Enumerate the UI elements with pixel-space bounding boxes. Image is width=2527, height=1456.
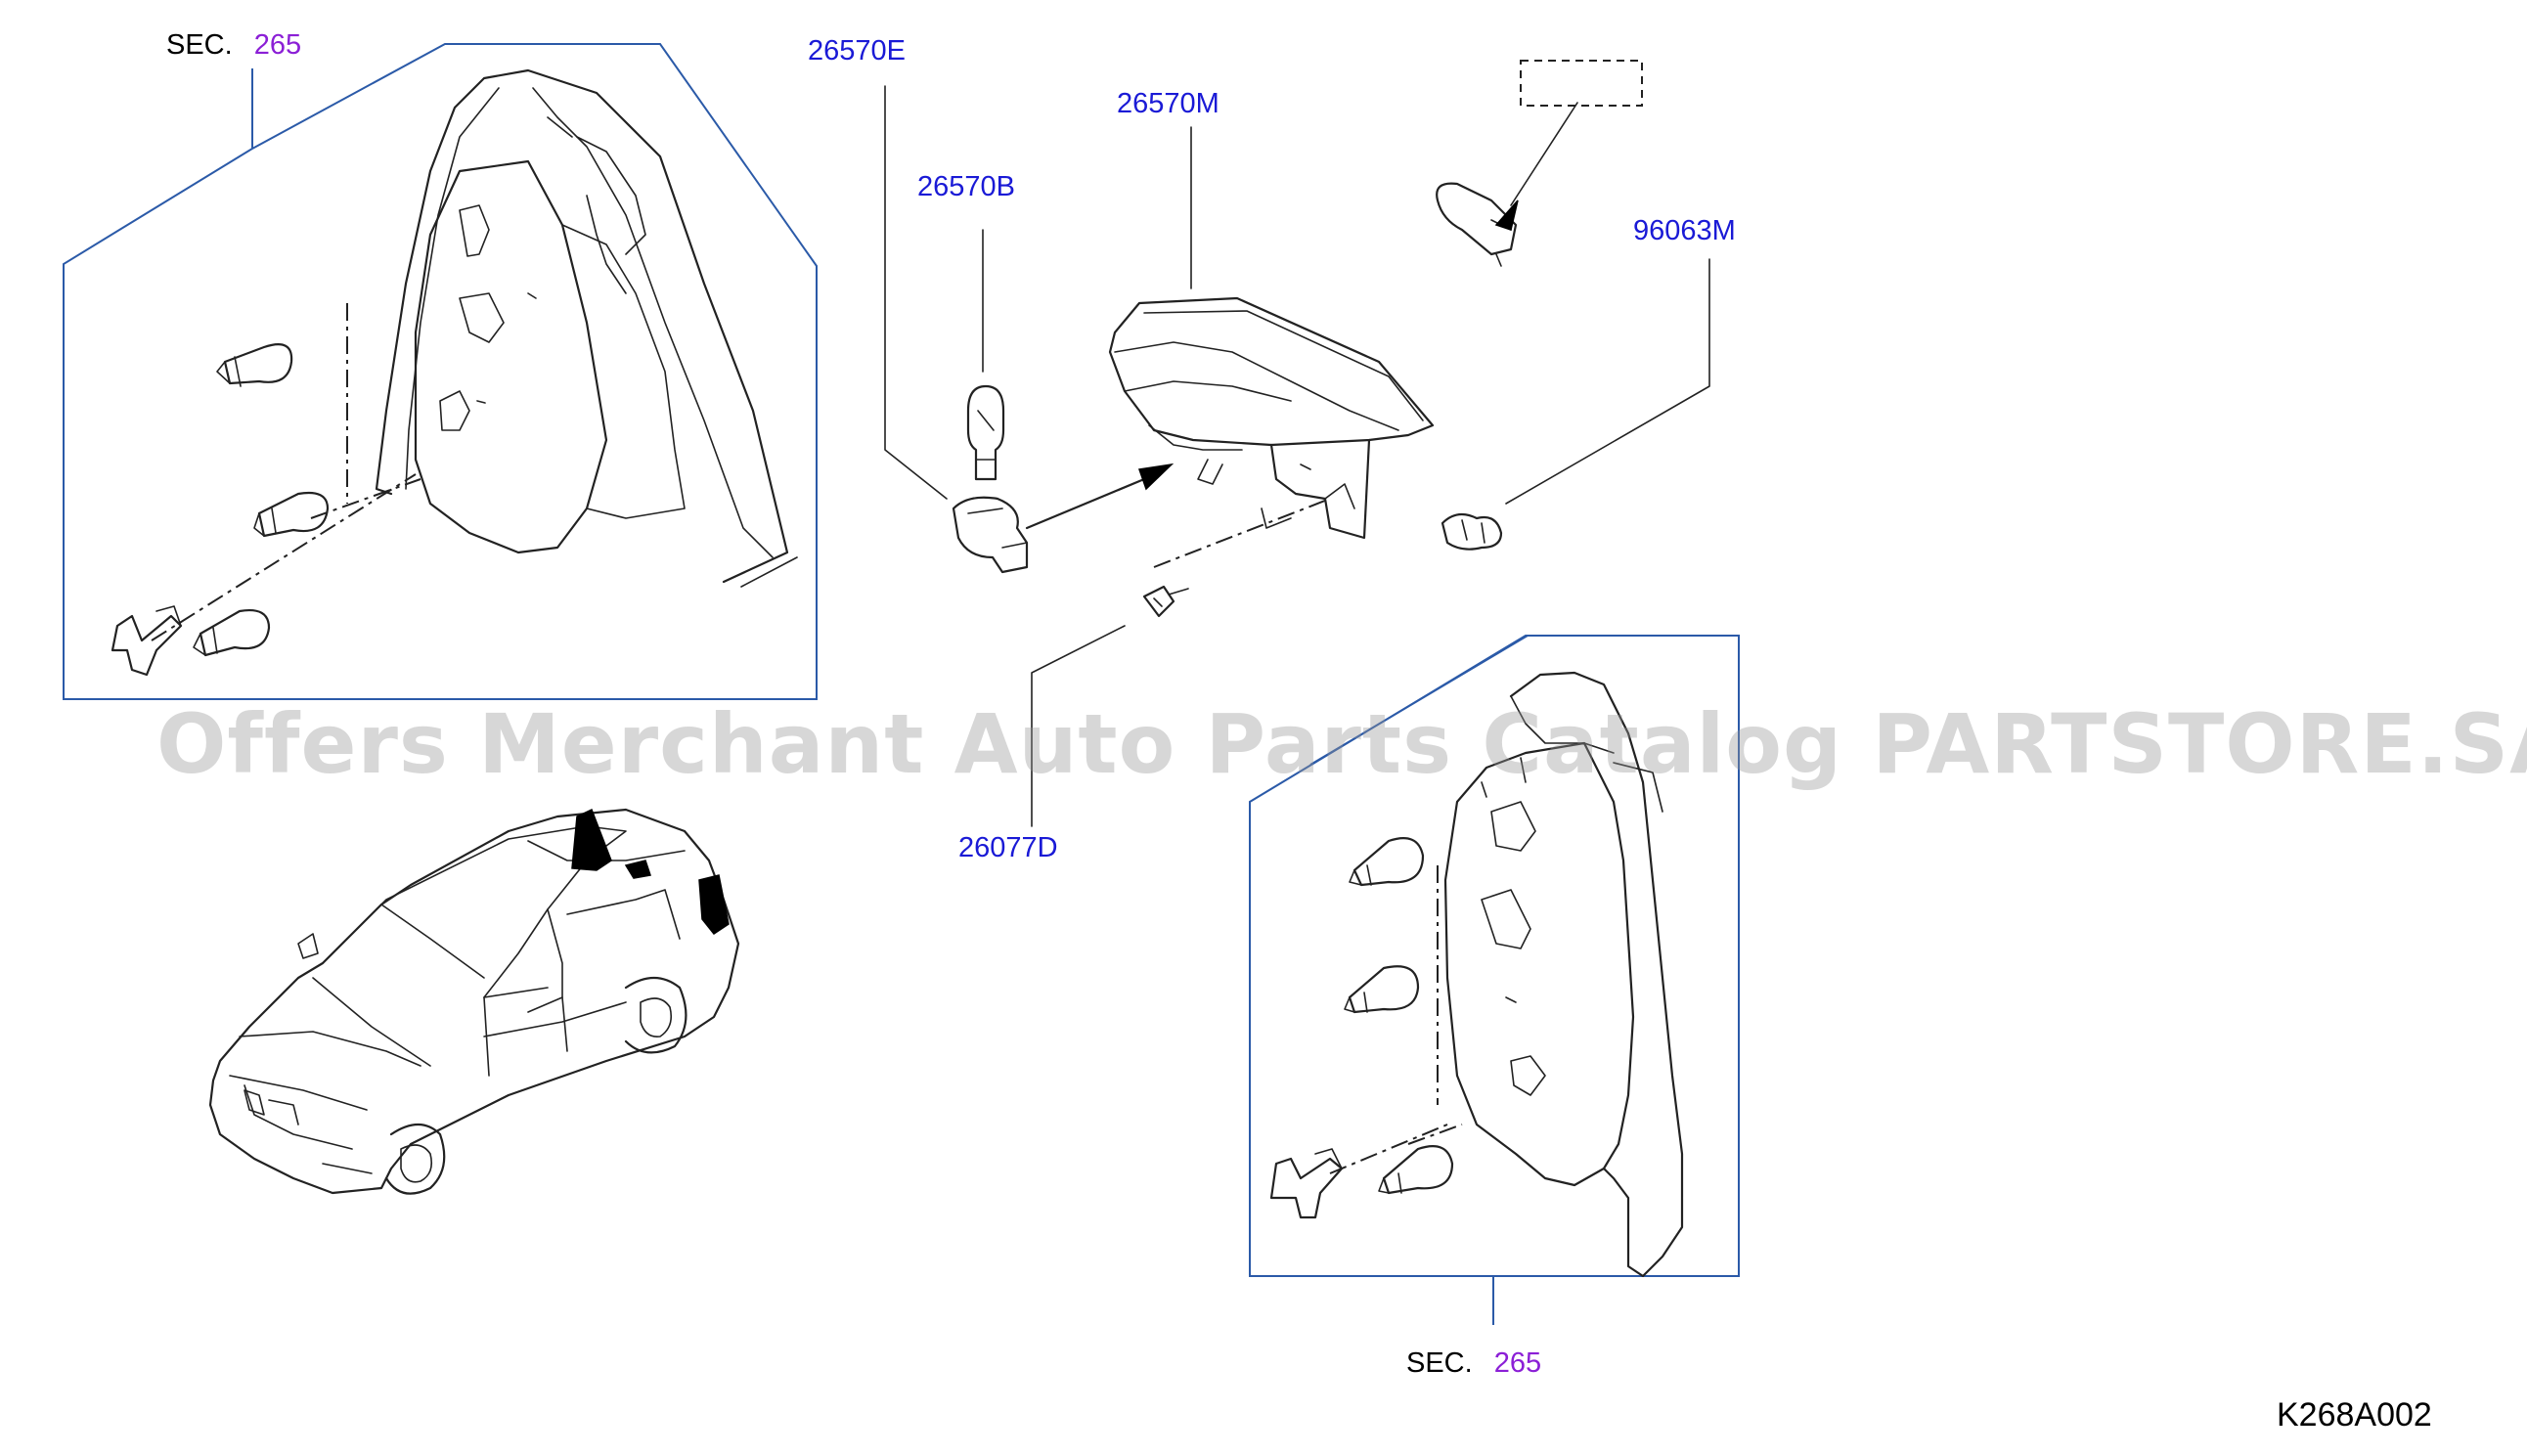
rear-lamp-right-icon — [1329, 671, 1684, 1278]
unlabeled-reference-box — [1520, 60, 1643, 107]
watermark: Offers Merchant Auto Parts Catalog PARTS… — [156, 696, 2527, 792]
bulb-icon — [1436, 182, 1519, 267]
arrow-icon — [1025, 463, 1175, 530]
bulb-icon — [1344, 965, 1420, 1014]
socket-icon — [952, 496, 1029, 574]
clip-icon — [1441, 512, 1503, 551]
bulb-icon — [216, 343, 293, 387]
socket-icon — [1269, 1148, 1344, 1219]
screw-icon — [1142, 585, 1189, 618]
car-illustration — [208, 808, 740, 1195]
section-reference-top[interactable]: SEC. 265 — [166, 31, 301, 60]
bulb-icon — [253, 491, 330, 538]
lamp-assembly-icon — [1108, 296, 1435, 568]
diagram-code: K268A002 — [2277, 1396, 2432, 1434]
callout-box-right — [1249, 635, 1740, 1325]
leader-lines — [884, 85, 1710, 827]
section-prefix: SEC. — [166, 29, 233, 61]
bulb-icon — [1378, 1145, 1454, 1195]
bulb-icon — [1349, 837, 1425, 887]
rear-lamp-left-icon — [151, 68, 798, 641]
section-reference-bottom[interactable]: SEC. 265 — [1406, 1349, 1541, 1378]
part-label-96063M[interactable]: 96063M — [1633, 215, 1736, 246]
section-number-link[interactable]: 265 — [1493, 1347, 1542, 1379]
section-number-link[interactable]: 265 — [253, 29, 302, 61]
part-label-26570M[interactable]: 26570M — [1117, 88, 1219, 119]
part-label-26077D[interactable]: 26077D — [958, 832, 1058, 863]
bulb-icon — [966, 384, 1005, 481]
section-prefix: SEC. — [1406, 1347, 1473, 1379]
part-label-26570B[interactable]: 26570B — [917, 171, 1015, 202]
callout-box-left — [63, 43, 818, 700]
part-label-26570E[interactable]: 26570E — [808, 35, 906, 66]
bulb-icon — [193, 609, 271, 657]
socket-icon — [111, 605, 183, 677]
